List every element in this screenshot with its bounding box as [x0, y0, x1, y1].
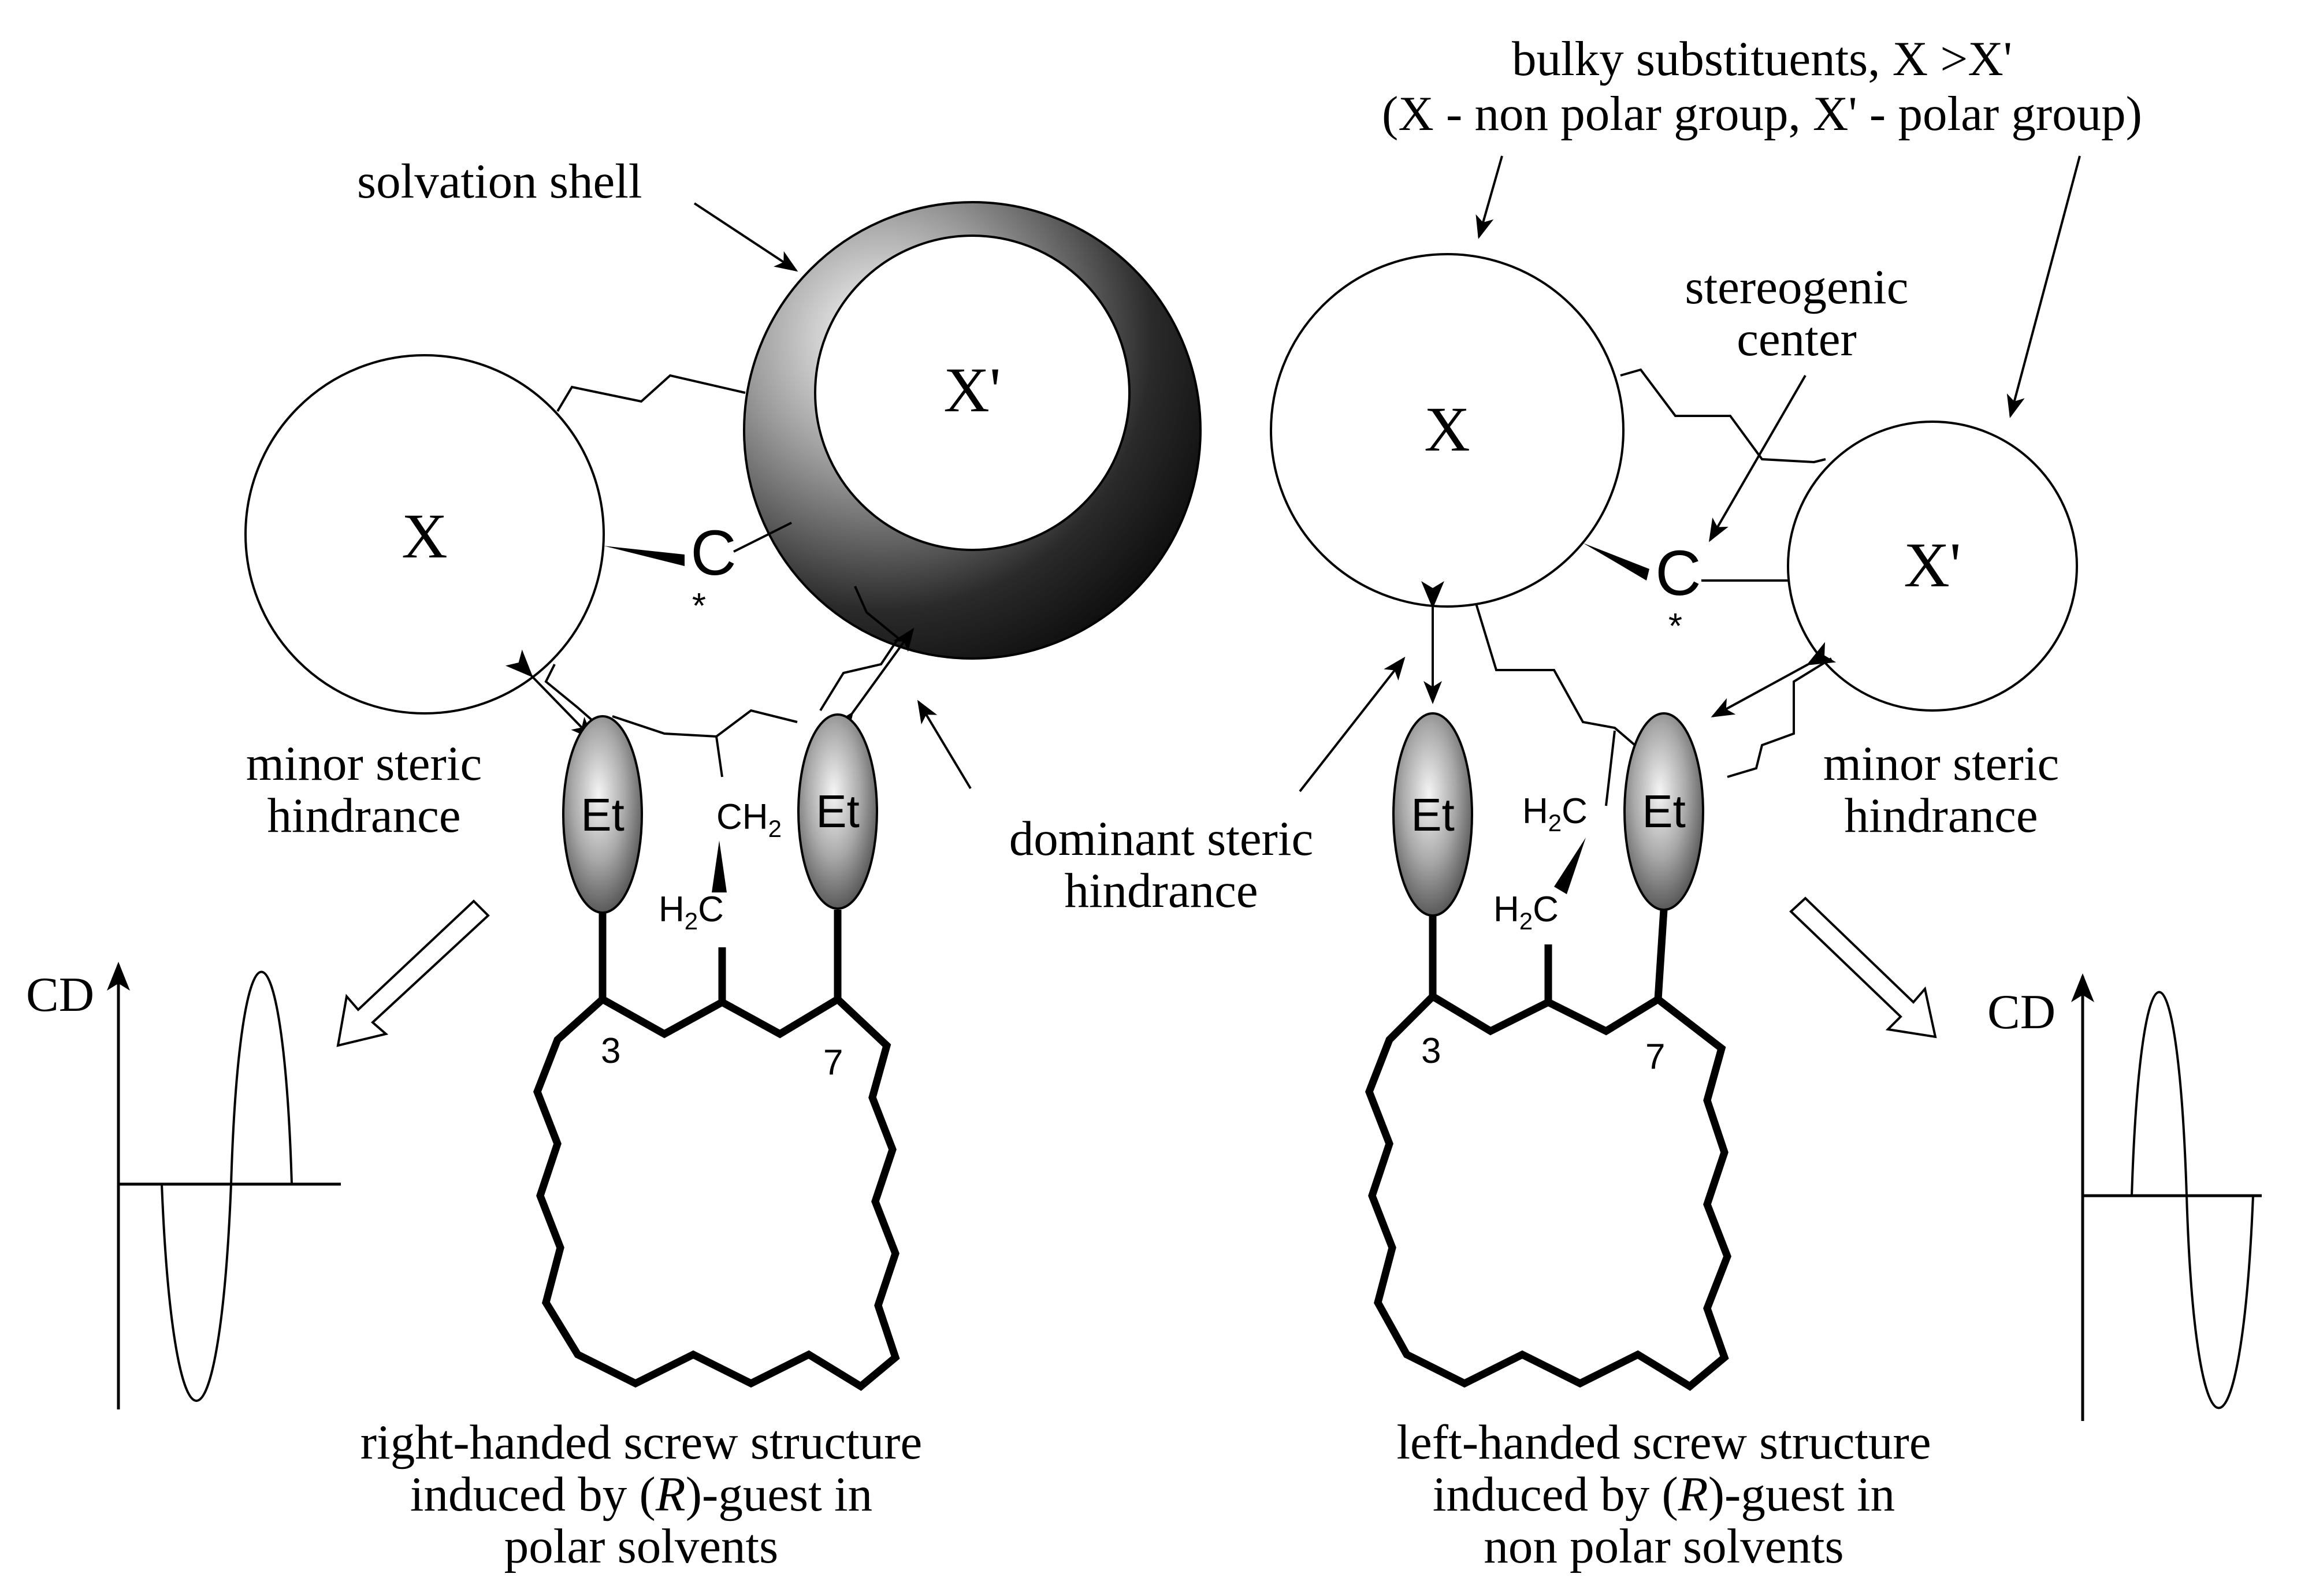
right-h2c-wedge	[1554, 838, 1586, 894]
right-x-circle	[1270, 253, 1625, 608]
left-macrocycle	[533, 994, 900, 1391]
right-pos3-label: 3	[1421, 1031, 1441, 1071]
left-et-ellipse-7	[797, 713, 878, 910]
right-cd-label: CD	[1987, 985, 2055, 1039]
bulky-arrow-xprime	[2006, 155, 2081, 418]
right-cd-plot: CD	[1987, 973, 2262, 1421]
left-minor-hindrance-arrow	[505, 649, 594, 740]
right-wedge-bond	[1583, 543, 1649, 581]
right-minor-hindrance-line2: hindrance	[1844, 788, 2038, 843]
dominant-arrow-right	[1299, 656, 1406, 793]
left-carbon-label: C	[690, 518, 736, 589]
left-ch2-wedge	[712, 840, 727, 892]
left-wedge-bond	[604, 546, 685, 566]
right-h2c-upper-label: H2C	[1522, 791, 1588, 836]
bulky-arrow-x	[1475, 155, 1503, 239]
right-macrocycle	[1365, 991, 1731, 1391]
right-star-label: *	[1668, 607, 1682, 646]
right-h2c-lower-label: H2C	[1493, 890, 1559, 935]
left-top-chain	[556, 374, 746, 412]
left-ch2-label: CH2	[716, 797, 782, 842]
left-caption-line1: right-handed screw structure	[360, 1415, 922, 1469]
dominant-hindrance-line1: dominant steric	[1009, 812, 1313, 866]
right-et-label-7: Et	[1642, 786, 1686, 837]
dominant-hindrance-line2: hindrance	[1064, 864, 1258, 918]
right-carbon-label: C	[1655, 538, 1701, 609]
left-caption-line2: induced by (R)-guest in	[410, 1467, 872, 1521]
left-dominant-hindrance-arrow	[827, 627, 915, 741]
left-caption-line3: polar solvents	[504, 1519, 779, 1573]
stereogenic-label-line1: stereogenic	[1685, 260, 1908, 314]
right-minor-hindrance-line1: minor steric	[1823, 736, 2059, 791]
left-pos7-label: 7	[823, 1043, 843, 1082]
left-cd-plot: CD	[26, 962, 341, 1409]
left-et-label-7: Et	[816, 786, 860, 837]
left-cd-label: CD	[26, 968, 94, 1022]
right-caption-line1: left-handed screw structure	[1396, 1415, 1931, 1469]
left-branch-chain	[612, 709, 798, 738]
bulky-label-line1: bulky substituents, X >X'	[1512, 32, 2012, 86]
left-branch-stem	[715, 736, 723, 777]
left-hollow-arrow	[336, 899, 490, 1047]
right-x-label: X	[1424, 394, 1470, 464]
left-structure: solvation shell X X' C * Et Et CH2 H2C	[26, 154, 1202, 1573]
right-top-chain	[1620, 368, 1826, 464]
left-star-label: *	[692, 586, 706, 626]
right-caption-line3: non polar solvents	[1484, 1519, 1843, 1573]
left-pos3-label: 3	[601, 1031, 620, 1071]
stereogenic-label-line2: center	[1737, 312, 1857, 366]
right-branch-stem	[1605, 730, 1616, 806]
right-cd-curve	[2131, 991, 2254, 1409]
right-xprime-label: X'	[1904, 530, 1961, 600]
right-et-label-3: Et	[1411, 789, 1455, 840]
left-h2c-label: H2C	[659, 890, 724, 935]
right-minor-hindrance-arrow	[1711, 642, 1837, 717]
solvation-shell-label: solvation shell	[357, 154, 642, 209]
right-x-down-chain	[1475, 603, 1636, 746]
solvation-shell-arrow	[693, 202, 798, 272]
right-pos7-label: 7	[1645, 1037, 1665, 1077]
left-x-circle	[244, 354, 605, 715]
right-xprime-down-chain	[1727, 657, 1832, 778]
left-c-xprime-bond	[733, 522, 792, 553]
dominant-arrow-left	[917, 700, 972, 790]
left-xprime-label: X'	[943, 355, 1001, 425]
right-hollow-arrow	[1789, 896, 1937, 1039]
left-cd-curve	[161, 970, 293, 1402]
left-minor-hindrance-line2: hindrance	[267, 788, 460, 843]
right-xprime-circle	[1787, 421, 2078, 712]
right-caption-line2: induced by (R)-guest in	[1433, 1467, 1895, 1521]
left-x-label: X	[402, 501, 447, 571]
right-structure: bulky substituents, X >X' (X - non polar…	[1270, 32, 2262, 1573]
left-xprime-circle	[814, 235, 1131, 551]
stereogenic-arrow	[1708, 374, 1807, 542]
dominant-hindrance-group: dominant steric hindrance	[917, 656, 1406, 918]
right-bond-7	[1654, 909, 1668, 1000]
bulky-label-line2: (X - non polar group, X' - polar group)	[1382, 87, 2142, 141]
left-minor-hindrance-line1: minor steric	[246, 736, 482, 791]
left-et-label-3: Et	[581, 789, 625, 840]
